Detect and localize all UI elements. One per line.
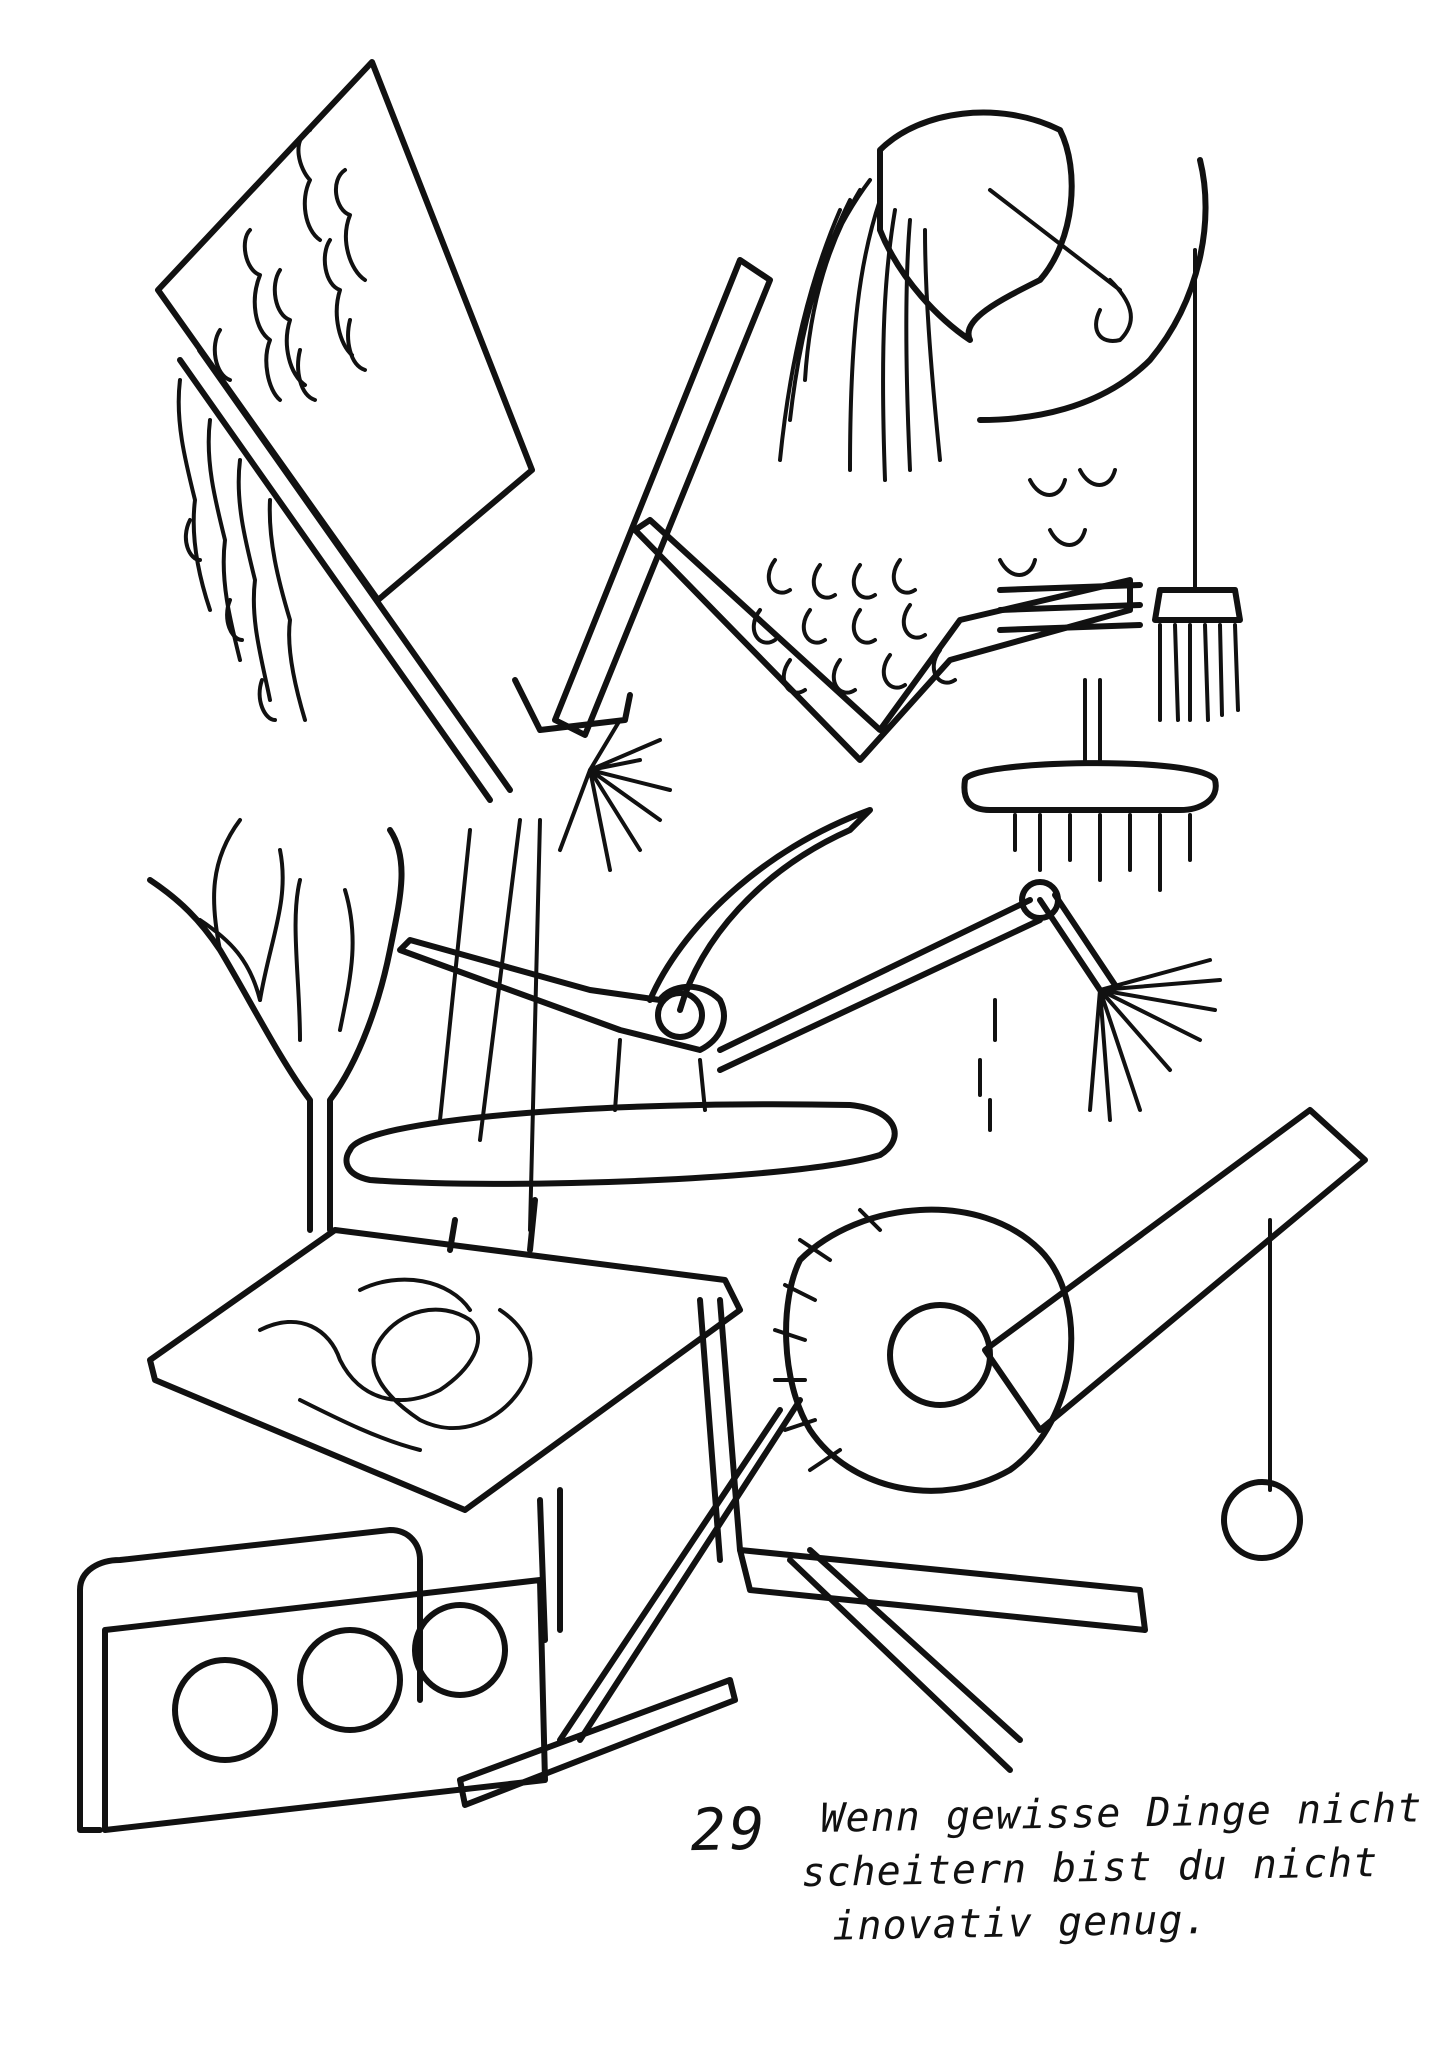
caption-number: 29 bbox=[690, 1794, 770, 1865]
lamp-shade-drawing bbox=[778, 109, 1133, 482]
board-legs-drawing bbox=[447, 1197, 743, 1643]
scribble-board-drawing bbox=[147, 1227, 743, 1513]
drip-shelf-drawing bbox=[961, 678, 1219, 892]
tilted-plank-drawing bbox=[512, 257, 773, 738]
plank-pendulum-drawing bbox=[982, 1107, 1368, 1561]
leafy-board-drawing bbox=[632, 468, 1143, 763]
bare-tree-drawing bbox=[147, 818, 405, 1233]
drip-frame-drawing bbox=[155, 59, 535, 722]
three-ring-box-drawing bbox=[77, 1527, 548, 1833]
long-stick-drawing bbox=[177, 347, 513, 803]
caption-line-3: inovativ genug. bbox=[831, 1897, 1209, 1950]
broom-drawing bbox=[978, 892, 1222, 1132]
wheel-drawing bbox=[773, 1206, 1075, 1494]
oval-disc-drawing bbox=[343, 1101, 898, 1187]
pliers-drawing bbox=[397, 807, 1061, 1112]
hook-brush-drawing bbox=[977, 157, 1243, 722]
fan-sticks-drawing bbox=[438, 718, 672, 1232]
diagonal-stick-drawing bbox=[557, 1397, 803, 1743]
bottom-planks-drawing bbox=[457, 1547, 1148, 1808]
